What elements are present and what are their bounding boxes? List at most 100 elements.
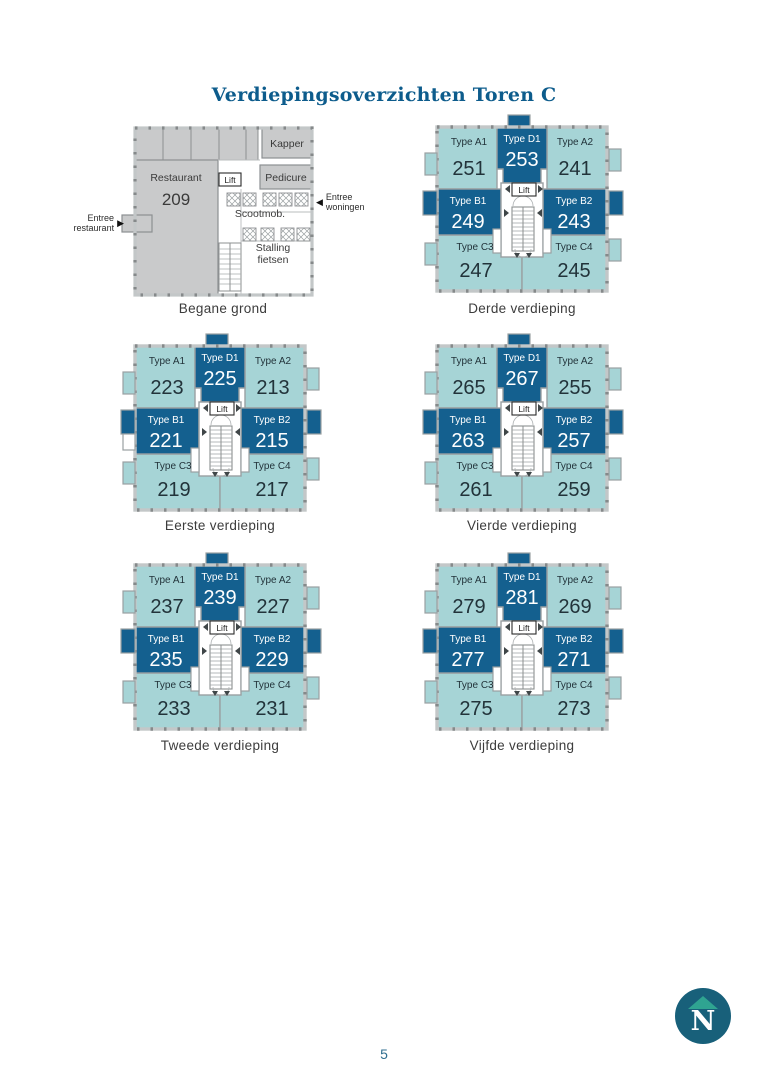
floor-plan-tweede: Lift Type A1 237 Type D1 239 Type A2 227…	[120, 549, 322, 733]
unit-a1-type-label: Type A1	[451, 356, 488, 367]
stalling-label-line1: Stalling	[256, 242, 291, 254]
entree-woningen-arrow-icon: ◀	[316, 197, 323, 208]
door-markers	[504, 623, 543, 696]
unit-c4-number: 273	[557, 698, 590, 720]
unit-b2-number: 215	[255, 430, 288, 452]
balcony-c3	[424, 242, 438, 266]
balcony-b1	[422, 190, 438, 216]
unit-c4-number: 245	[557, 260, 590, 282]
kapper-room	[261, 127, 313, 159]
caption-vijfde-verdieping: Vijfde verdieping	[469, 738, 575, 753]
unit-a2-region	[244, 564, 306, 628]
balcony-c3	[122, 461, 136, 485]
balcony-c4	[306, 457, 320, 481]
balcony-a1	[122, 590, 136, 614]
door-markers	[504, 185, 543, 258]
unit-c4-type-label: Type C4	[253, 461, 291, 472]
lift-label-box	[209, 620, 235, 635]
floor-plan-svg: Lift Type A1 279 Type D1 281 Type A2 269…	[422, 552, 624, 731]
unit-d1-type-label: Type D1	[503, 572, 541, 583]
unit-c4-type-label: Type C4	[253, 680, 291, 691]
corridor-walls	[218, 159, 312, 295]
entree-restaurant-line1: Entree	[87, 213, 115, 223]
unit-b1-region	[134, 626, 200, 674]
unit-b2-type-label: Type B2	[556, 415, 593, 426]
shaft-flange-left	[492, 228, 502, 254]
lift-label-box	[511, 401, 537, 416]
balcony-b1	[422, 409, 438, 435]
unit-c4-type-label: Type C4	[555, 680, 593, 691]
unit-d1-number: 281	[505, 587, 538, 609]
balcony-b1	[422, 628, 438, 654]
outer-wall-ticks	[133, 344, 307, 512]
balcony-a2	[608, 367, 622, 391]
floor-plan-svg: Lift Type A1 223 Type D1 225 Type A2 213…	[120, 333, 322, 512]
shaft-flange-left	[492, 666, 502, 692]
restaurant-number: 209	[162, 190, 190, 209]
floor-plan-svg: Lift Type A1 265 Type D1 267 Type A2 255…	[422, 333, 624, 512]
caption-begane-grond: Begane grond	[178, 301, 268, 316]
floor-plan-vijfde: Lift Type A1 279 Type D1 281 Type A2 269…	[422, 549, 624, 733]
shaft-flange-left	[190, 666, 200, 692]
top-rooms-strip	[134, 127, 259, 161]
balcony-b1	[120, 409, 136, 435]
unit-a1-type-label: Type A1	[451, 137, 488, 148]
unit-b2-region	[240, 626, 306, 674]
lift-label: Lift	[216, 404, 228, 414]
shaft-flange-right	[542, 228, 552, 254]
unit-a1-type-label: Type A1	[149, 356, 186, 367]
page-number: 5	[380, 1046, 388, 1062]
floor-plan-eerste: Lift Type A1 223 Type D1 225 Type A2 213…	[120, 330, 322, 514]
balcony-a1	[424, 371, 438, 395]
unit-b1-type-label: Type B1	[148, 634, 185, 645]
unit-c3-type-label: Type C3	[154, 461, 192, 472]
unit-a2-type-label: Type A2	[557, 356, 594, 367]
outer-wall-ticks	[435, 125, 609, 293]
door-markers	[202, 623, 241, 696]
unit-a2-type-label: Type A2	[557, 575, 594, 586]
unit-b1-number: 235	[149, 649, 182, 671]
door-markers	[504, 404, 543, 477]
outer-wall-ticks	[435, 563, 609, 731]
balcony-a2	[608, 586, 622, 610]
lift-label: Lift	[518, 623, 530, 633]
unit-a1-number: 223	[150, 377, 183, 399]
unit-b1-type-label: Type B1	[148, 415, 185, 426]
unit-a1-number: 279	[452, 596, 485, 618]
balcony-b2	[608, 409, 624, 435]
entree-woningen-line2: woningen	[325, 202, 365, 213]
stairwell-icon	[209, 633, 233, 696]
unit-d1-number: 267	[505, 368, 538, 390]
balcony-b2	[306, 628, 322, 654]
unit-c3-type-label: Type C3	[154, 680, 192, 691]
balcony-c4	[608, 238, 622, 262]
ground-lift-label: Lift	[224, 175, 236, 185]
shaft-flange-right	[240, 447, 250, 473]
balcony-a1	[424, 152, 438, 176]
unit-b2-number: 271	[557, 649, 590, 671]
unit-b2-number: 229	[255, 649, 288, 671]
outer-wall-ticks	[133, 563, 307, 731]
pedicure-label: Pedicure	[265, 172, 307, 184]
unit-c3-number: 261	[459, 479, 492, 501]
unit-c4-type-label: Type C4	[555, 461, 593, 472]
balcony-a2	[306, 586, 320, 610]
entrance-vestibule	[121, 214, 153, 233]
balcony-a2	[306, 367, 320, 391]
unit-d1-type-label: Type D1	[201, 353, 239, 364]
unit-c3-number: 275	[459, 698, 492, 720]
scootmob-storage-boxes	[226, 192, 311, 242]
unit-b2-region	[240, 407, 306, 455]
lift-label-box	[209, 401, 235, 416]
unit-d1-number: 239	[203, 587, 236, 609]
unit-b2-type-label: Type B2	[254, 634, 291, 645]
unit-b2-type-label: Type B2	[254, 415, 291, 426]
unit-b2-region	[542, 407, 608, 455]
floor-plan-derde: Lift Type A1 251 Type D1 253 Type A2 241…	[422, 111, 624, 295]
unit-a1-type-label: Type A1	[149, 575, 186, 586]
entree-woningen-line1: Entree	[325, 192, 353, 202]
unit-c3-type-label: Type C3	[456, 242, 494, 253]
stairwell-icon	[511, 195, 535, 258]
balcony-a1	[424, 590, 438, 614]
unit-b1-number: 221	[149, 430, 182, 452]
